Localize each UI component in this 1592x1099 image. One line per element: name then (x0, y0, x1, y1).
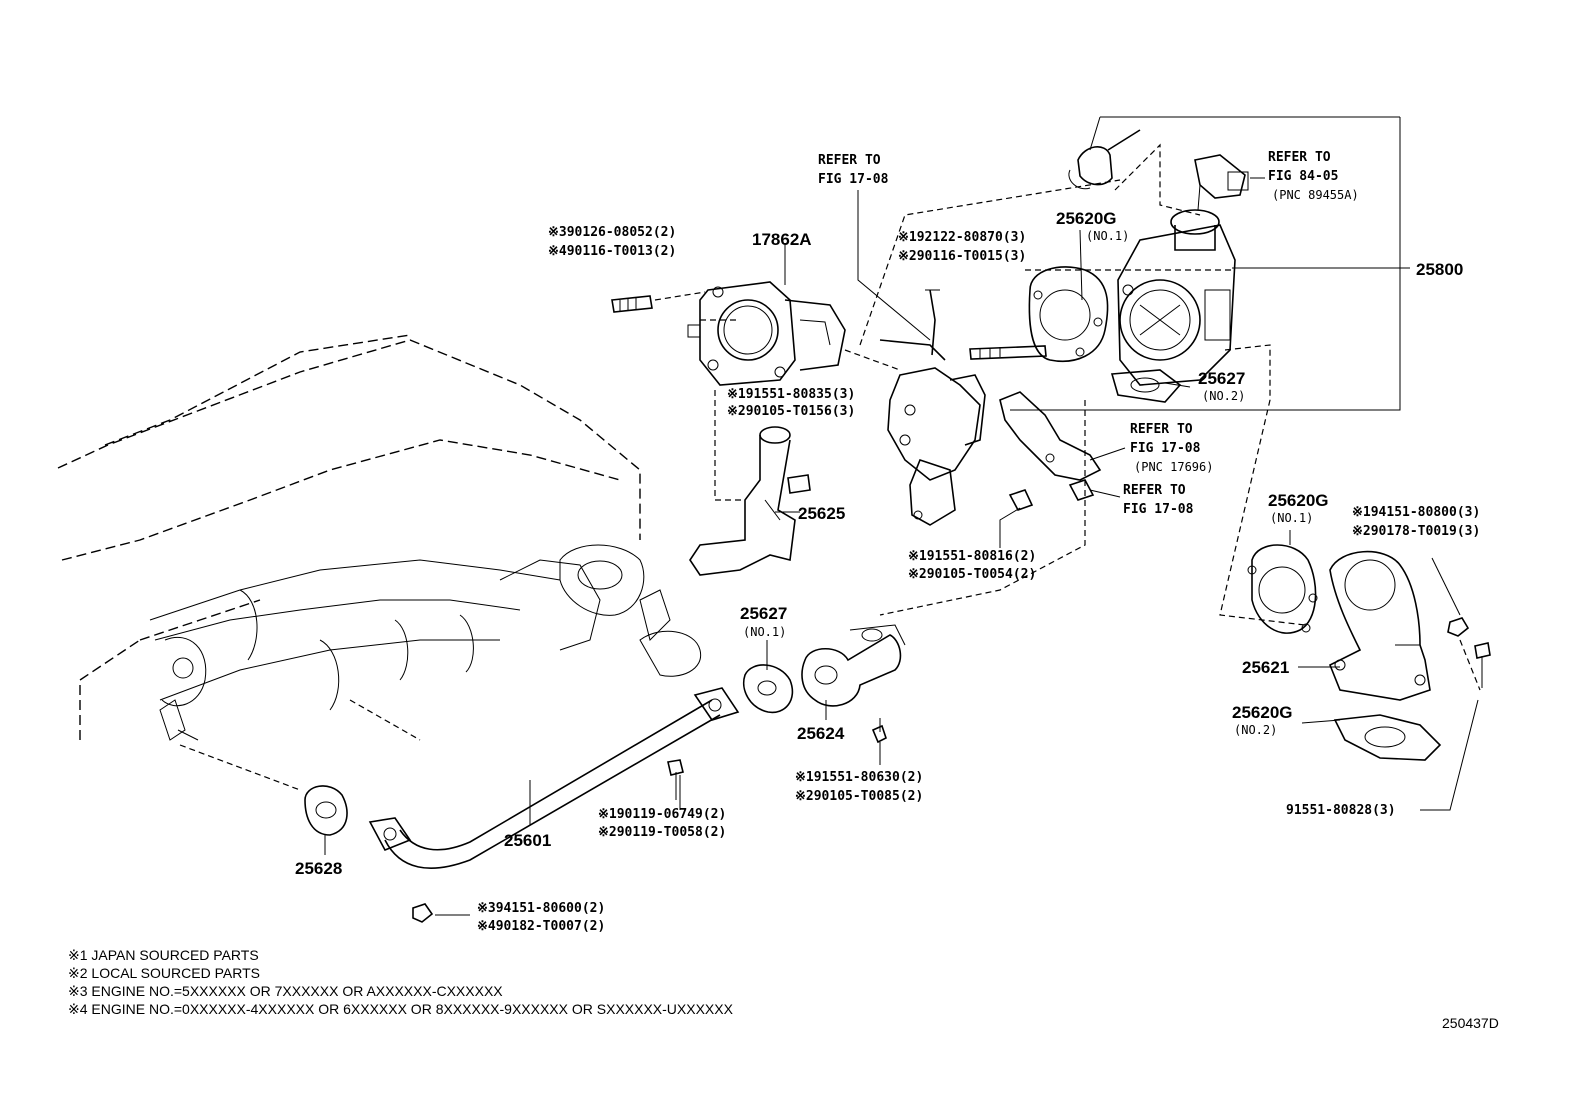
gasket-25627-no2 (1110, 369, 1182, 403)
bracket-25625 (689, 426, 796, 576)
gasket-25620G-no2-low (1333, 714, 1442, 761)
adapter-25624 (801, 624, 906, 707)
label-25620G-top[interactable]: 25620G (1056, 209, 1117, 228)
code-c10[interactable]: ※290178-T0019(3) (1352, 524, 1480, 539)
label-25625[interactable]: 25625 (798, 504, 845, 523)
footnote-4: ※4 ENGINE NO.=0XXXXXX-4XXXXXX OR 6XXXXXX… (68, 1001, 734, 1017)
vacuum-hose (1068, 129, 1141, 190)
label-25601[interactable]: 25601 (504, 831, 551, 850)
leader-lines (324, 116, 1479, 916)
egr-pipe-25601 (368, 687, 740, 869)
label-25627-top[interactable]: 25627 (1198, 369, 1245, 388)
code-c8[interactable]: ※290105-T0054(2) (908, 567, 1036, 582)
code-c11[interactable]: ※191551-80630(2) (795, 770, 923, 785)
ref-4-line-2[interactable]: FIG 17-08 (1123, 502, 1194, 517)
bolt-25624 (871, 718, 887, 744)
footnote-2: ※2 LOCAL SOURCED PARTS (68, 965, 260, 981)
code-c6[interactable]: ※290105-T0156(3) (727, 404, 855, 419)
footnote-1: ※1 JAPAN SOURCED PARTS (68, 947, 259, 963)
code-c3[interactable]: ※192122-80870(3) (898, 230, 1026, 245)
label-25620G-low-sub: (NO.2) (1234, 723, 1277, 737)
code-c7[interactable]: ※191551-80816(2) (908, 549, 1036, 564)
code-c17[interactable]: 91551-80828(3) (1286, 803, 1396, 818)
code-c9[interactable]: ※194151-80800(3) (1352, 505, 1480, 520)
nut-25601 (412, 903, 434, 923)
label-25624[interactable]: 25624 (797, 724, 845, 743)
code-c1[interactable]: ※390126-08052(2) (548, 225, 676, 240)
label-25620G-low[interactable]: 25620G (1232, 703, 1293, 722)
ref-2-line-2[interactable]: FIG 84-05 (1268, 169, 1338, 184)
part-code-labels: ※390126-08052(2) ※490116-T0013(2) ※19212… (477, 225, 1480, 934)
bolt-25601 (667, 759, 684, 800)
nut-25621 (1447, 617, 1470, 637)
label-25627-mid-sub: (NO.1) (743, 625, 786, 639)
label-25620G-right-sub: (NO.1) (1270, 511, 1313, 525)
bolt-25621 (1474, 642, 1491, 688)
label-25621[interactable]: 25621 (1242, 658, 1289, 677)
label-25620G-right[interactable]: 25620G (1268, 491, 1329, 510)
footnotes: ※1 JAPAN SOURCED PARTS ※2 LOCAL SOURCED … (68, 947, 734, 1017)
part-labels: 17862A 25800 25620G (NO.1) 25627 (NO.2) … (295, 209, 1463, 878)
ref-2-line-1[interactable]: REFER TO (1268, 150, 1331, 165)
ref-1-line-1[interactable]: REFER TO (818, 153, 881, 168)
label-25627-mid[interactable]: 25627 (740, 604, 787, 623)
ref-4-line-1[interactable]: REFER TO (1123, 483, 1186, 498)
footnote-3: ※3 ENGINE NO.=5XXXXXX OR 7XXXXXX OR AXXX… (68, 983, 503, 999)
code-c12[interactable]: ※290105-T0085(2) (795, 789, 923, 804)
label-25620G-top-sub: (NO.1) (1086, 229, 1129, 243)
code-c14[interactable]: ※290119-T0058(2) (598, 825, 726, 840)
egr-valve-25800 (1117, 209, 1236, 386)
vacuum-sensor (1194, 154, 1249, 211)
label-17862A[interactable]: 17862A (752, 230, 812, 249)
ref-3-line-3: (PNC 17696) (1134, 460, 1213, 474)
reference-labels: REFER TO FIG 17-08 REFER TO FIG 84-05 (P… (818, 150, 1359, 517)
dashed-guide-lines (700, 143, 1481, 691)
ref-3-line-1[interactable]: REFER TO (1130, 422, 1193, 437)
ref-2-line-3: (PNC 89455A) (1272, 188, 1359, 202)
bolt-25625 (787, 474, 811, 494)
egr-pipe-25621 (1328, 550, 1431, 701)
figure-id: 250437D (1442, 1015, 1499, 1031)
gasket-25627-no1 (743, 664, 794, 714)
code-c13[interactable]: ※190119-06749(2) (598, 807, 726, 822)
code-c5[interactable]: ※191551-80835(3) (727, 387, 855, 402)
throttle-body-17862A (687, 281, 846, 386)
code-c4[interactable]: ※290116-T0015(3) (898, 249, 1026, 264)
gasket-25620G-no1-top (1028, 266, 1109, 362)
label-25628[interactable]: 25628 (295, 859, 342, 878)
ref-3-line-2[interactable]: FIG 17-08 (1130, 441, 1201, 456)
gasket-25620G-no1-right (1247, 544, 1318, 634)
code-c2[interactable]: ※490116-T0013(2) (548, 244, 676, 259)
stud-bolt-long (969, 345, 1047, 360)
ref-1-line-2[interactable]: FIG 17-08 (818, 172, 889, 187)
bolt-small-1 (1008, 479, 1095, 511)
code-c16[interactable]: ※490182-T0007(2) (477, 919, 605, 934)
egr-valve-center-assembly (879, 289, 986, 526)
code-c15[interactable]: ※394151-80600(2) (477, 901, 605, 916)
stud-bolt (611, 291, 706, 313)
gasket-25628 (304, 785, 348, 836)
label-25627-top-sub: (NO.2) (1202, 389, 1245, 403)
bracket-assembly (999, 391, 1102, 481)
label-25800[interactable]: 25800 (1416, 260, 1463, 279)
engine-block-illustration (57, 334, 702, 791)
